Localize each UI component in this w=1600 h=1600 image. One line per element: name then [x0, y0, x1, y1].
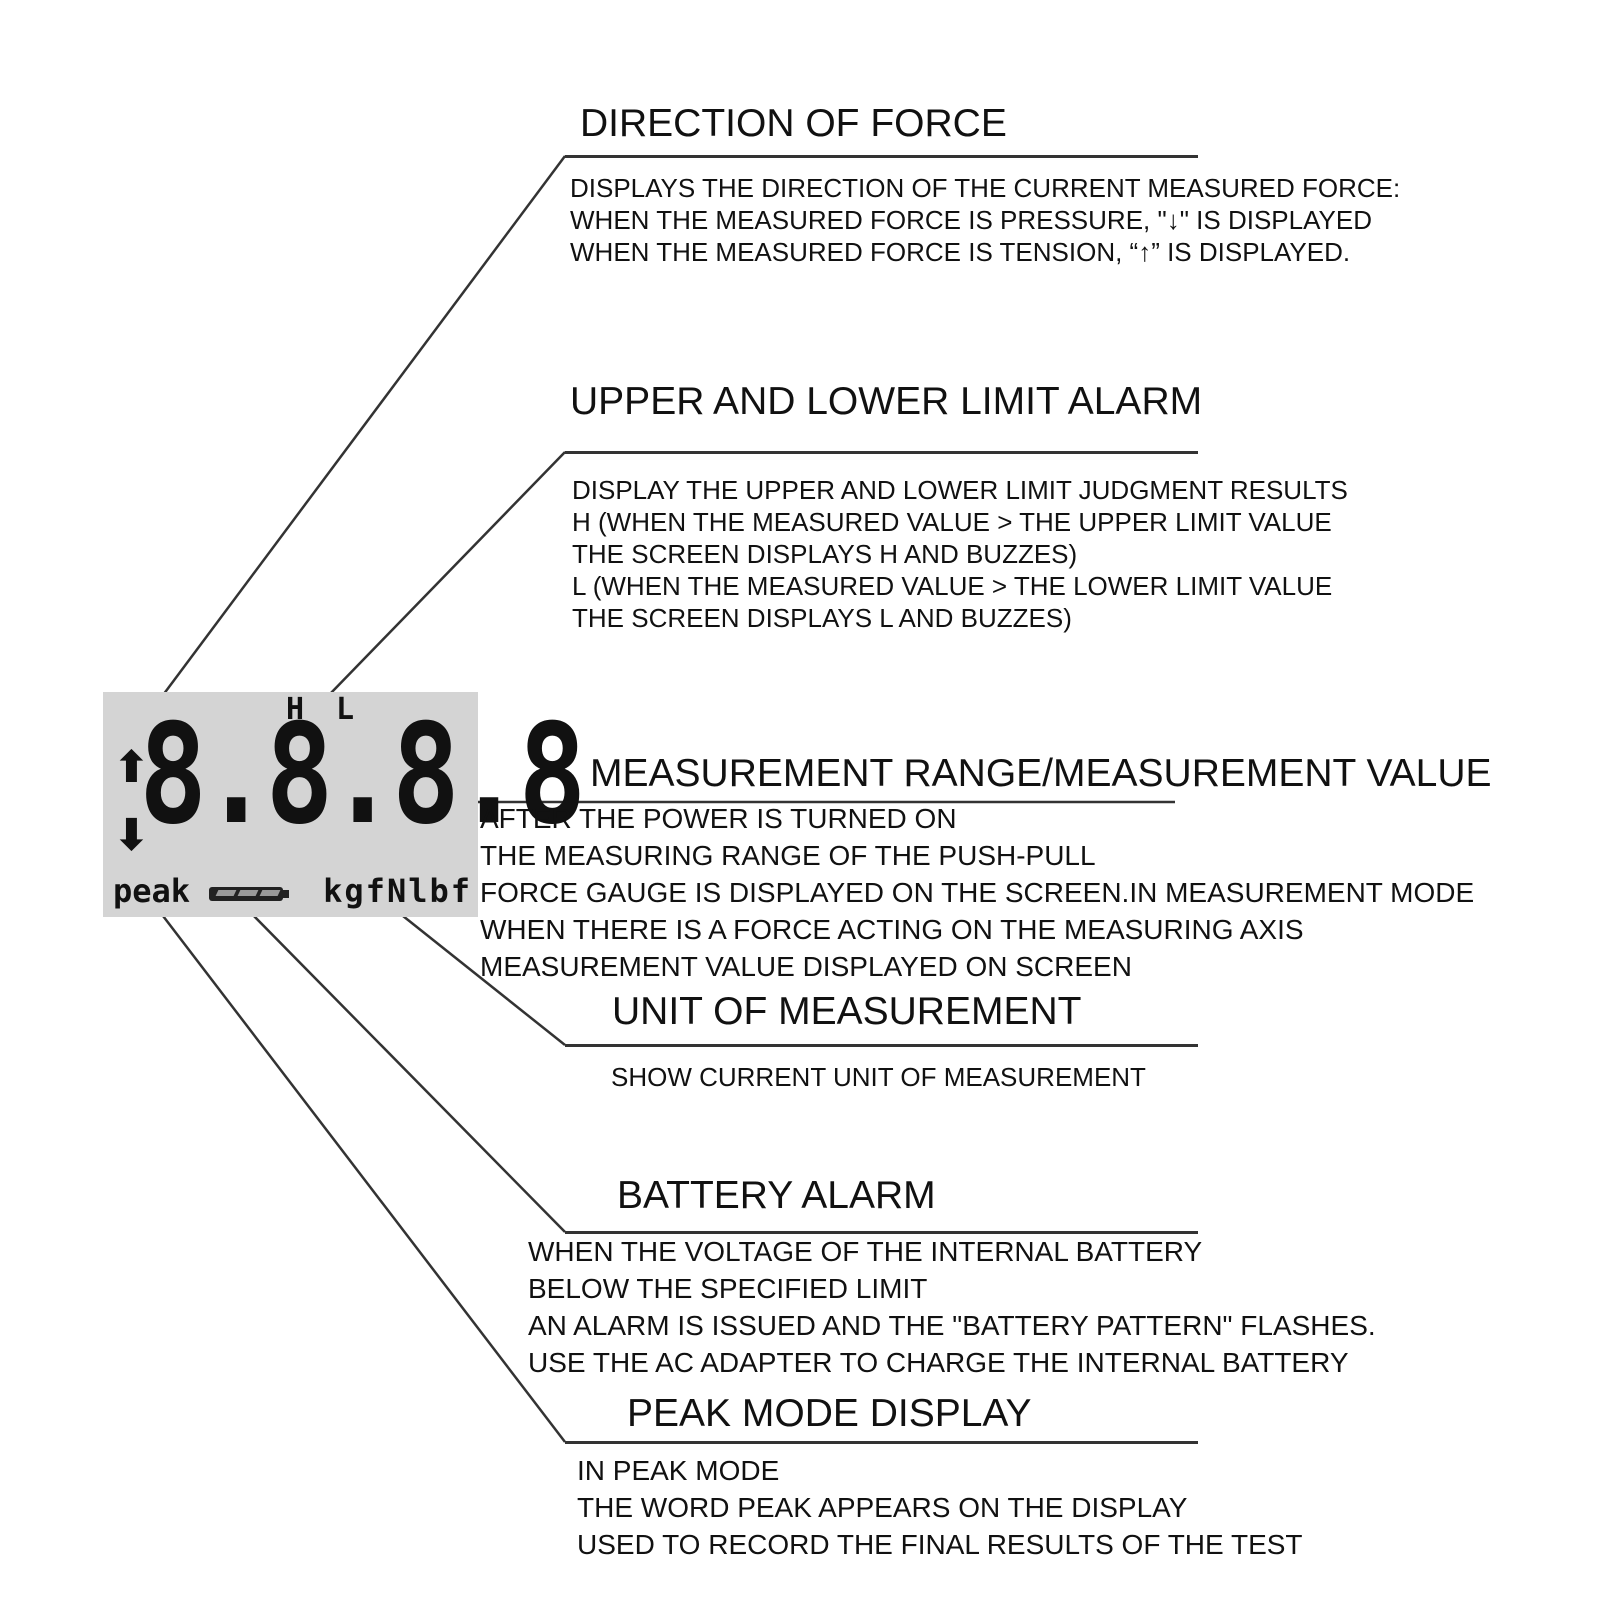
divider	[565, 155, 1198, 158]
high-limit-indicator: H	[286, 692, 305, 727]
battery-icon	[209, 886, 291, 902]
description-line: DISPLAYS THE DIRECTION OF THE CURRENT ME…	[570, 173, 1401, 203]
section-title: PEAK MODE DISPLAY	[627, 1392, 1032, 1435]
leader-battery	[249, 911, 566, 1233]
description-line: THE SCREEN DISPLAYS L AND BUZZES)	[572, 603, 1072, 633]
description-line: WHEN THE MEASURED FORCE IS PRESSURE, "↓"…	[570, 205, 1372, 235]
section-title: UPPER AND LOWER LIMIT ALARM	[570, 380, 1203, 423]
divider	[565, 451, 1198, 454]
leader-limit-alarm	[329, 451, 566, 695]
section-description: AFTER THE POWER IS TURNED ON THE MEASURI…	[480, 800, 1474, 985]
section-description: DISPLAY THE UPPER AND LOWER LIMIT JUDGME…	[572, 474, 1348, 634]
section-title: MEASUREMENT RANGE/MEASUREMENT VALUE	[590, 752, 1492, 795]
divider	[565, 1441, 1198, 1444]
description-line: IN PEAK MODE	[577, 1455, 780, 1486]
description-line: WHEN THE MEASURED FORCE IS TENSION, “↑” …	[570, 237, 1351, 267]
description-line: MEASUREMENT VALUE DISPLAYED ON SCREEN	[480, 951, 1132, 982]
up-arrow-icon: ⬆	[113, 742, 150, 793]
section-title: DIRECTION OF FORCE	[580, 102, 1007, 145]
description-line: DISPLAY THE UPPER AND LOWER LIMIT JUDGME…	[572, 475, 1348, 505]
down-arrow-icon: ⬇	[113, 810, 150, 861]
description-line: FORCE GAUGE IS DISPLAYED ON THE SCREEN.I…	[480, 877, 1475, 908]
description-line: AN ALARM IS ISSUED AND THE "BATTERY PATT…	[528, 1310, 1376, 1341]
leader-unit	[397, 911, 566, 1046]
description-line: L (WHEN THE MEASURED VALUE > THE LOWER L…	[572, 571, 1333, 601]
section-description: WHEN THE VOLTAGE OF THE INTERNAL BATTERY…	[528, 1233, 1376, 1381]
section-description: IN PEAK MODE THE WORD PEAK APPEARS ON TH…	[577, 1452, 1303, 1563]
description-line: USED TO RECORD THE FINAL RESULTS OF THE …	[577, 1529, 1303, 1560]
description-line: THE WORD PEAK APPEARS ON THE DISPLAY	[577, 1492, 1188, 1523]
description-line: H (WHEN THE MEASURED VALUE > THE UPPER L…	[572, 507, 1332, 537]
low-limit-indicator: L	[336, 692, 355, 727]
description-line: BELOW THE SPECIFIED LIMIT	[528, 1273, 928, 1304]
description-line: THE MEASURING RANGE OF THE PUSH-PULL	[480, 840, 1096, 871]
leader-direction	[126, 155, 567, 743]
divider	[565, 1044, 1198, 1047]
unit-indicator: kgfNlbf	[323, 872, 472, 910]
description-line: WHEN THERE IS A FORCE ACTING ON THE MEAS…	[480, 914, 1304, 945]
peak-indicator: peak	[113, 872, 191, 910]
description-line: THE SCREEN DISPLAYS H AND BUZZES)	[572, 539, 1078, 569]
lcd-display: H L ⬆ ⬇ 8.8.8.8 peak kgfNlbf	[103, 692, 586, 917]
section-title: UNIT OF MEASUREMENT	[612, 990, 1082, 1033]
description-line: SHOW CURRENT UNIT OF MEASUREMENT	[611, 1062, 1146, 1092]
section-description: SHOW CURRENT UNIT OF MEASUREMENT	[611, 1061, 1146, 1093]
section-title: BATTERY ALARM	[617, 1174, 936, 1217]
description-line: AFTER THE POWER IS TURNED ON	[480, 803, 957, 834]
section-description: DISPLAYS THE DIRECTION OF THE CURRENT ME…	[570, 172, 1400, 268]
leader-peak	[159, 911, 566, 1443]
description-line: WHEN THE VOLTAGE OF THE INTERNAL BATTERY	[528, 1236, 1203, 1267]
divider	[565, 1231, 1198, 1234]
description-line: USE THE AC ADAPTER TO CHARGE THE INTERNA…	[528, 1347, 1349, 1378]
segment-digits: 8.8.8.8	[139, 694, 586, 855]
